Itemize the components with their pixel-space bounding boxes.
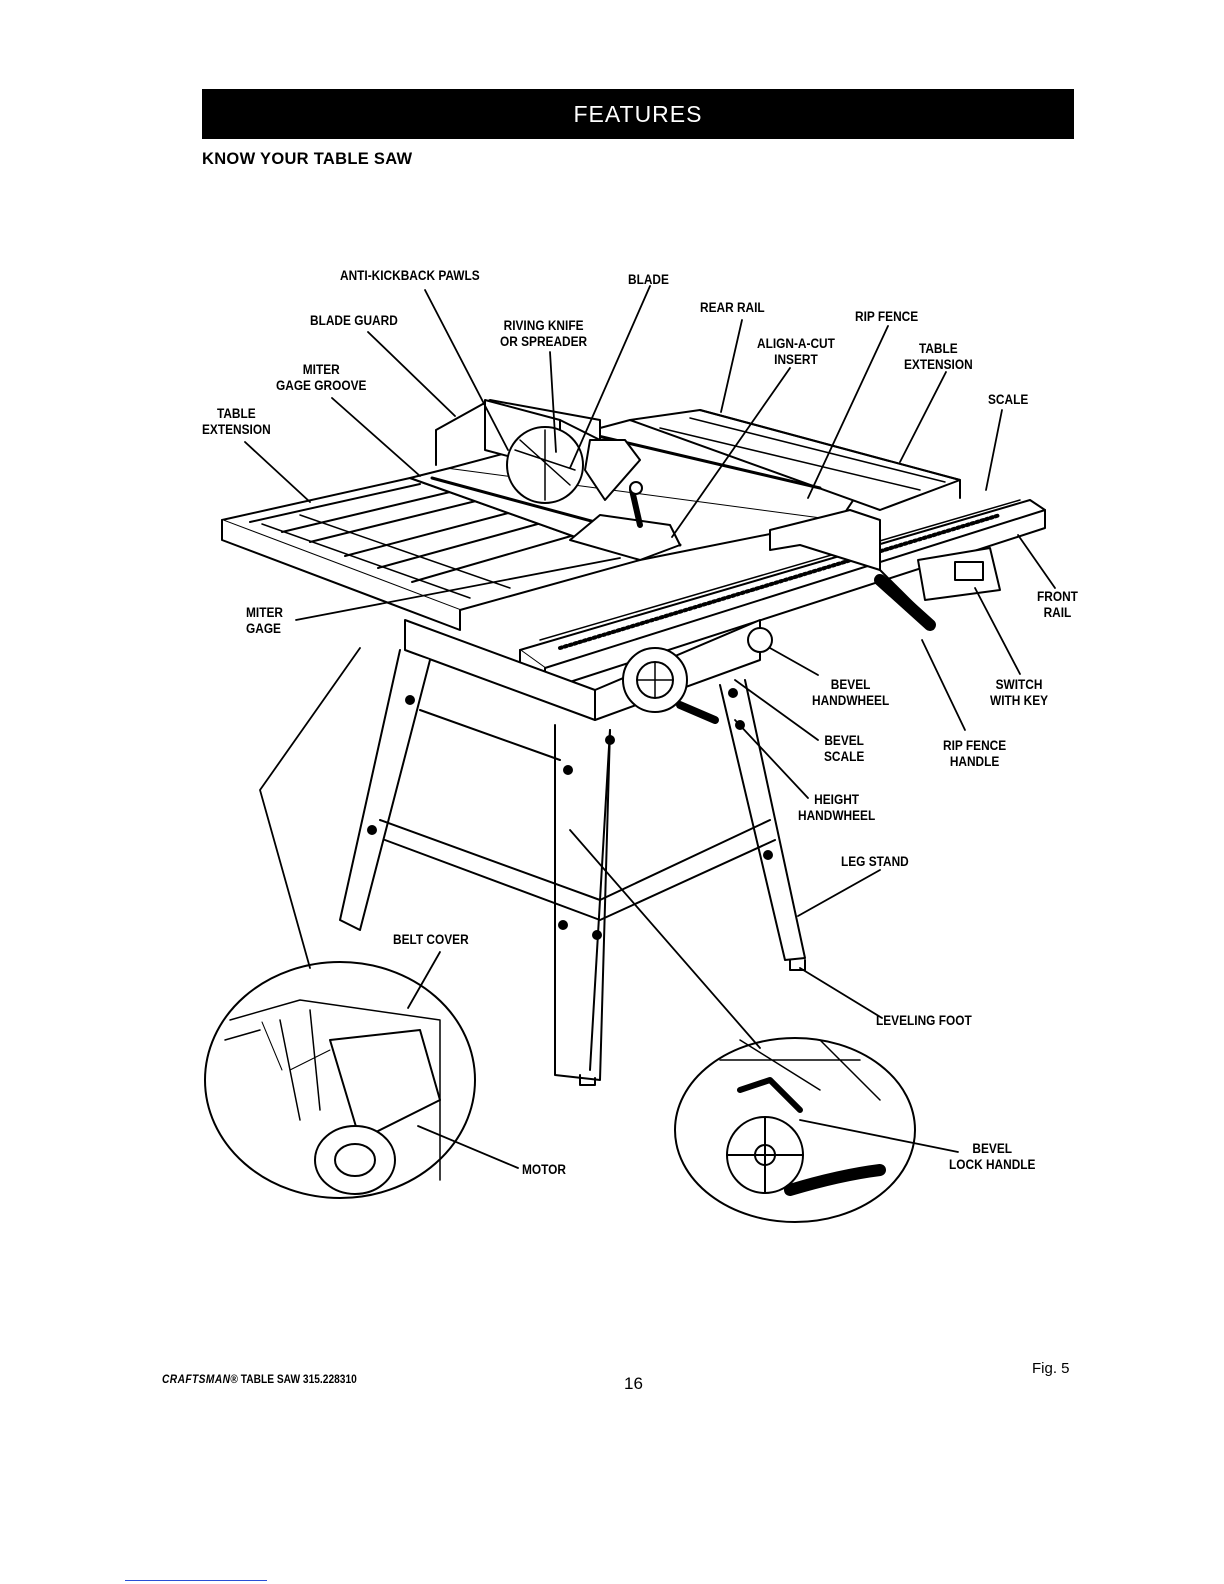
banner-title: FEATURES: [573, 100, 703, 127]
label-table-extension-left: TABLE EXTENSION: [202, 406, 271, 437]
leg-stand: [339, 649, 806, 1086]
bevel-lock-detail-inset: [674, 1037, 916, 1223]
rip-fence: [769, 509, 936, 631]
label-bevel-scale: BEVEL SCALE: [824, 733, 865, 764]
label-table-extension-right: TABLE EXTENSION: [904, 341, 973, 372]
features-banner: FEATURES: [202, 89, 1074, 139]
label-scale: SCALE: [988, 392, 1029, 407]
label-bevel-lock-handle: BEVEL LOCK HANDLE: [949, 1141, 1036, 1172]
footer-product-line: CRAFTSMAN® TABLE SAW 315.228310: [162, 1372, 357, 1386]
label-height-handwheel: HEIGHT HANDWHEEL: [798, 792, 876, 823]
motor-detail-inset: [204, 961, 476, 1199]
section-heading: KNOW YOUR TABLE SAW: [202, 150, 413, 168]
label-switch-with-key: SWITCH WITH KEY: [990, 677, 1049, 708]
saw-cabinet: [404, 619, 773, 724]
label-align-a-cut-insert: ALIGN-A-CUT INSERT: [757, 336, 835, 367]
bottom-link-underline: [125, 1580, 267, 1581]
label-belt-cover: BELT COVER: [393, 932, 469, 947]
label-blade: BLADE: [628, 272, 669, 287]
figure-number: Fig. 5: [1032, 1360, 1070, 1377]
label-blade-guard: BLADE GUARD: [310, 313, 398, 328]
label-leg-stand: LEG STAND: [841, 854, 909, 869]
page-number: 16: [624, 1374, 643, 1393]
label-rear-rail: REAR RAIL: [700, 300, 765, 315]
miter-gage: [569, 481, 681, 561]
label-leveling-foot: LEVELING FOOT: [876, 1013, 972, 1028]
label-front-rail: FRONT RAIL: [1037, 589, 1078, 620]
blade-guard-assembly: [484, 399, 641, 504]
label-riving-knife: RIVING KNIFE OR SPREADER: [500, 318, 588, 349]
footer-brand-logo: CRAFTSMAN: [162, 1372, 231, 1386]
footer-reg-mark: ®: [230, 1372, 238, 1386]
label-motor: MOTOR: [522, 1162, 566, 1177]
label-miter-gage-groove: MITER GAGE GROOVE: [276, 362, 367, 393]
label-bevel-handwheel: BEVEL HANDWHEEL: [812, 677, 890, 708]
label-miter-gage: MITER GAGE: [246, 605, 283, 636]
leader-lines: [244, 285, 1056, 1169]
switch-box: [917, 547, 1001, 601]
label-anti-kickback-pawls: ANTI-KICKBACK PAWLS: [340, 268, 480, 283]
label-rip-fence: RIP FENCE: [855, 309, 919, 324]
label-rip-fence-handle: RIP FENCE HANDLE: [943, 738, 1007, 769]
footer-product: TABLE SAW 315.228310: [237, 1372, 357, 1386]
